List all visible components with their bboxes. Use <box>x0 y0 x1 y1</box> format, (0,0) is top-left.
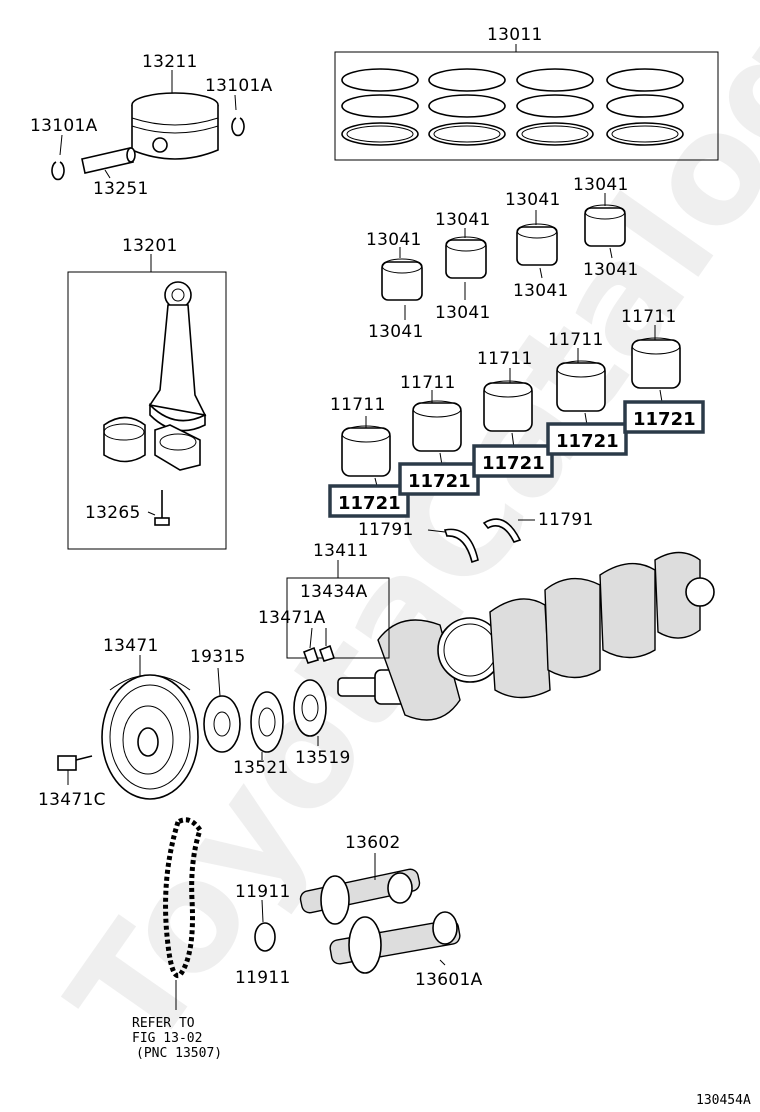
label-11721-b: 11721 <box>408 471 471 492</box>
label-13041-d: 13041 <box>435 303 491 323</box>
label-11721-d: 11721 <box>556 431 619 452</box>
piston-ring-set <box>334 44 719 161</box>
label-13521: 13521 <box>233 758 289 778</box>
label-11911-bottom: 11911 <box>235 968 291 988</box>
camshaft-intake <box>329 911 461 974</box>
label-13434A: 13434A <box>300 582 368 602</box>
label-13602: 13602 <box>345 833 401 853</box>
connecting-rod-box <box>67 271 227 550</box>
oil-pump-sprocket <box>293 679 327 746</box>
label-11711-a: 11711 <box>330 395 386 415</box>
label-11791-right: 11791 <box>538 510 594 530</box>
crankshaft <box>337 551 715 721</box>
rod-bearing-2 <box>445 228 487 300</box>
label-13011: 13011 <box>487 25 543 45</box>
label-13101A-left: 13101A <box>30 116 98 136</box>
rod-bearing-1 <box>381 247 423 320</box>
label-11711-d: 11711 <box>548 330 604 350</box>
piston-pin <box>81 147 136 179</box>
label-13041-b: 13041 <box>368 322 424 342</box>
label-11911-top: 11911 <box>235 882 291 902</box>
label-13041-c: 13041 <box>435 210 491 230</box>
label-13601A: 13601A <box>415 970 483 990</box>
label-11711-e: 11711 <box>621 307 677 327</box>
signal-plate <box>203 667 241 753</box>
label-13411: 13411 <box>313 541 369 561</box>
label-11721-c: 11721 <box>482 453 545 474</box>
label-13211: 13211 <box>142 52 198 72</box>
thrust-washer-left <box>427 528 479 564</box>
crank-keys <box>302 627 336 664</box>
main-bearing-3 <box>483 368 533 449</box>
thrust-washer-right <box>482 518 535 543</box>
label-13041-e: 13041 <box>505 190 561 210</box>
ring-group-3 <box>516 68 594 146</box>
highlight-11721-2[interactable]: 11721 <box>398 462 480 496</box>
rod-bearing-3 <box>516 210 558 279</box>
snap-ring-left <box>51 134 65 181</box>
snap-ring-right <box>231 94 245 137</box>
label-11791-left: 11791 <box>358 520 414 540</box>
ref-note-line2: FIG 13-02 <box>132 1031 202 1046</box>
ring-group-2 <box>428 68 506 146</box>
highlight-11721-4[interactable]: 11721 <box>546 422 628 456</box>
highlight-11721-5[interactable]: 11721 <box>623 400 705 434</box>
main-bearing-2 <box>412 390 462 466</box>
label-11711-b: 11711 <box>400 373 456 393</box>
label-13041-a: 13041 <box>366 230 422 250</box>
label-13471C: 13471C <box>38 790 106 810</box>
label-13041-f: 13041 <box>513 281 569 301</box>
label-13101A-right: 13101A <box>205 76 273 96</box>
camshaft-exhaust <box>299 853 421 925</box>
label-13041-g: 13041 <box>573 175 629 195</box>
label-11721-a: 11721 <box>338 493 401 514</box>
ref-note-line3: (PNC 13507) <box>136 1046 222 1061</box>
label-13251: 13251 <box>93 179 149 199</box>
label-13265: 13265 <box>85 503 141 523</box>
ref-note-line1: REFER TO <box>132 1016 195 1031</box>
crank-timing-sprocket <box>250 691 284 760</box>
label-11721-e: 11721 <box>633 409 696 430</box>
rod-bearing-4 <box>584 193 626 259</box>
watermark-text: ToyotaCatalog.ru <box>37 0 760 1081</box>
figure-code: 130454A <box>696 1093 751 1108</box>
crankshaft-pulley <box>101 655 199 800</box>
highlight-11721-1[interactable]: 11721 <box>328 484 410 518</box>
highlight-11721-3[interactable]: 11721 <box>472 444 554 478</box>
label-11711-c: 11711 <box>477 349 533 369</box>
main-bearing-4 <box>556 348 606 426</box>
label-19315: 19315 <box>190 647 246 667</box>
main-bearing-5 <box>631 325 681 403</box>
camshaft-plug <box>254 899 276 952</box>
label-13471A: 13471A <box>258 608 326 628</box>
main-bearing-1 <box>341 416 391 491</box>
pulley-bolt <box>57 755 93 785</box>
label-13041-h: 13041 <box>583 260 639 280</box>
label-13201: 13201 <box>122 236 178 256</box>
connecting-rod <box>103 281 207 471</box>
ring-group-4 <box>606 68 684 146</box>
timing-chain <box>163 817 203 1010</box>
connecting-rod-bolt <box>147 490 170 526</box>
ring-group-1 <box>341 68 419 146</box>
label-13519: 13519 <box>295 748 351 768</box>
label-13471: 13471 <box>103 636 159 656</box>
